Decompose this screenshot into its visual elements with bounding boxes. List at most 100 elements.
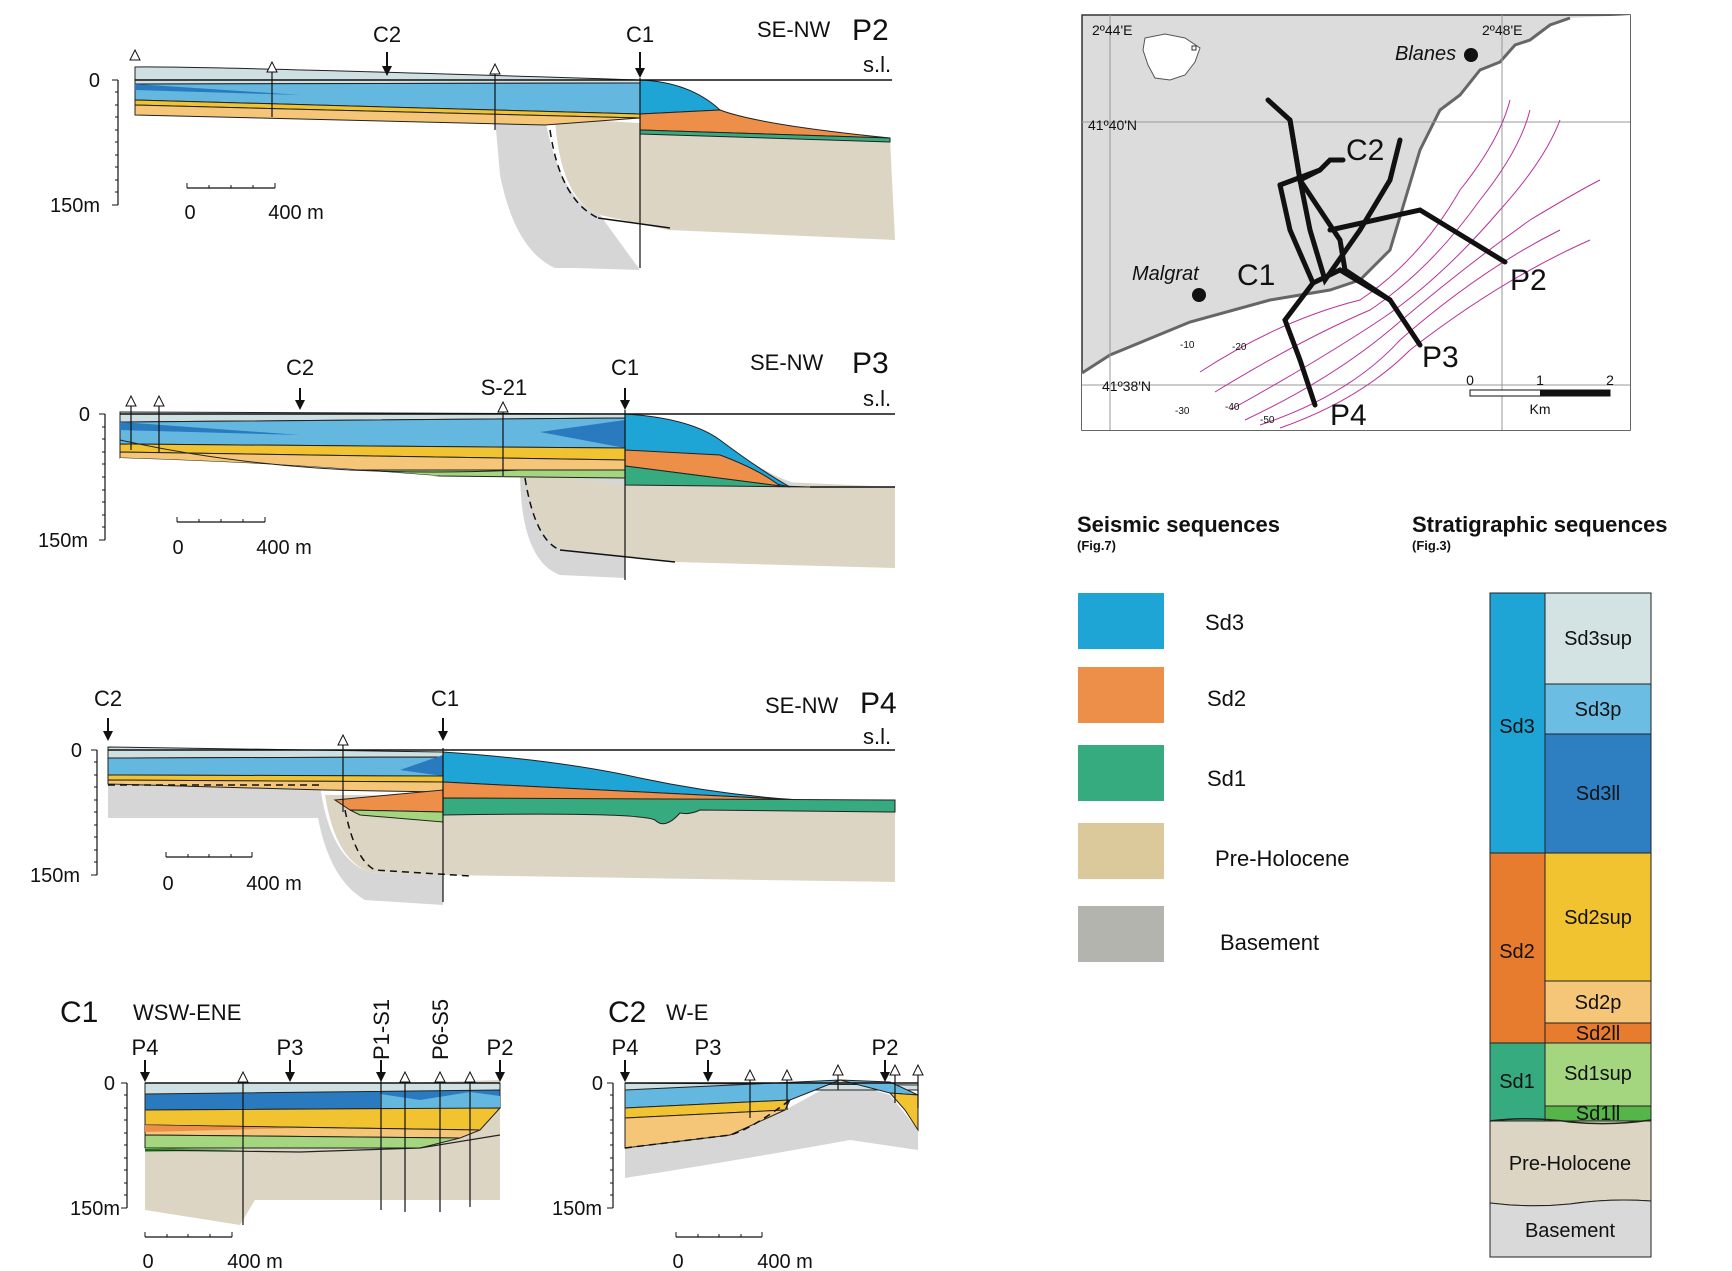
profile-p4: 0 150m 0 400 m C2 C1 SE-NW P4 s.l. — [30, 686, 897, 905]
map-line-p2: P2 — [1510, 264, 1547, 297]
p4-depth-top: 0 — [71, 740, 82, 762]
map-line-c1: C1 — [1237, 259, 1275, 292]
c1-mark-p1s1: P1-S1 — [369, 999, 394, 1060]
strat-main-sd3: Sd3 — [1499, 716, 1535, 738]
map-town-malgrat: Malgrat — [1132, 263, 1200, 285]
strat-main-sd1: Sd1 — [1499, 1071, 1535, 1093]
map-lat-1: 41º40'N — [1088, 117, 1137, 133]
c1-scale-0: 0 — [142, 1251, 153, 1271]
legend-label-basement: Basement — [1220, 930, 1319, 955]
map-lat-2: 41º38'N — [1102, 378, 1151, 394]
malgrat-dot — [1192, 288, 1206, 302]
p4-mark-c2: C2 — [94, 686, 122, 711]
c1-scale-400: 400 m — [227, 1251, 283, 1271]
legend-swatch-sd1 — [1078, 745, 1164, 801]
c2-depth-top: 0 — [592, 1073, 603, 1095]
c1-title: C1 — [60, 996, 98, 1029]
profile-p2: 0 150m 0 400 m C2 C1 SE-NW P2 s.l. — [50, 14, 895, 270]
p3-depth-bottom: 150m — [38, 530, 88, 552]
legend-swatch-pre-holocene — [1078, 823, 1164, 879]
seismic-legend-title: Seismic sequences — [1077, 512, 1280, 537]
p3-scale-0: 0 — [172, 537, 183, 559]
c2-mark-p2: P2 — [872, 1035, 899, 1060]
c2-scale-0: 0 — [672, 1251, 683, 1271]
map-depth-20: -20 — [1232, 342, 1247, 353]
c1-mark-p6s5: P6-S5 — [428, 999, 453, 1060]
p2-sea-level: s.l. — [863, 52, 891, 77]
legend-label-sd3: Sd3 — [1205, 610, 1244, 635]
map-scale-unit: Km — [1530, 401, 1551, 417]
map-depth-50: -50 — [1260, 415, 1275, 426]
map-lon-1: 2º44'E — [1092, 22, 1132, 38]
p3-direction: SE-NW — [750, 350, 824, 375]
strat-sub-sd3sup: Sd3sup — [1564, 628, 1632, 650]
p3-mark-c1: C1 — [611, 355, 639, 380]
profile-p3: 0 150m 0 400 m C2 S-21 C1 SE-NW P3 s.l. — [38, 347, 895, 580]
p4-depth-bottom: 150m — [30, 865, 80, 887]
map-scale-2: 2 — [1606, 372, 1614, 388]
blanes-dot — [1464, 48, 1478, 62]
p3-scale-400: 400 m — [256, 537, 312, 559]
c1-direction: WSW-ENE — [133, 1000, 241, 1025]
c2-depth-bottom: 150m — [552, 1198, 602, 1220]
p2-direction: SE-NW — [757, 17, 831, 42]
strat-title: Stratigraphic sequences — [1412, 512, 1668, 537]
strat-pre-holocene: Pre-Holocene — [1509, 1153, 1631, 1175]
p2-mark-c1: C1 — [626, 22, 654, 47]
map-line-p3: P3 — [1422, 341, 1459, 374]
p4-title: P4 — [860, 687, 897, 720]
strat-sub-sd1sup: Sd1sup — [1564, 1063, 1632, 1085]
p3-depth-top: 0 — [79, 404, 90, 426]
c2-mark-p4: P4 — [612, 1035, 639, 1060]
c1-mark-p3: P3 — [277, 1035, 304, 1060]
map-depth-10: -10 — [1180, 340, 1195, 351]
strat-sub-sd2sup: Sd2sup — [1564, 907, 1632, 929]
p3-title: P3 — [852, 347, 889, 380]
map-lon-2: 2º48'E — [1482, 22, 1522, 38]
strat-sub-sd3ll: Sd3ll — [1576, 783, 1620, 805]
p3-mark-c2: C2 — [286, 355, 314, 380]
p3-sea-level: s.l. — [863, 386, 891, 411]
c2-scale-400: 400 m — [757, 1251, 813, 1271]
map-depth-30: -30 — [1175, 406, 1190, 417]
p2-scale-0: 0 — [184, 202, 195, 224]
p4-scale-0: 0 — [162, 873, 173, 895]
seismic-legend-subtitle: (Fig.7) — [1077, 538, 1116, 553]
strat-sub-sd1ll: Sd1ll — [1576, 1103, 1620, 1125]
legend-swatch-sd3 — [1078, 593, 1164, 649]
strat-sub-sd2p: Sd2p — [1575, 992, 1622, 1014]
section-c2: C2 W-E 0 150m 0 400 m P4 P3 P2 — [552, 996, 924, 1271]
p4-sea-level: s.l. — [863, 724, 891, 749]
c2-direction: W-E — [666, 1000, 708, 1025]
legend-label-pre-holocene: Pre-Holocene — [1215, 846, 1350, 871]
p2-depth-top: 0 — [89, 70, 100, 92]
p3-mark-s21: S-21 — [481, 375, 527, 400]
p2-scale-400: 400 m — [268, 202, 324, 224]
map-scale-1: 1 — [1536, 372, 1544, 388]
c2-title: C2 — [608, 996, 646, 1029]
seismic-legend: Seismic sequences (Fig.7) Sd3 Sd2 Sd1 Pr… — [1077, 512, 1350, 962]
c1-depth-top: 0 — [104, 1073, 115, 1095]
location-map: 2º44'E 2º48'E 41º40'N 41º38'N Blanes Mal… — [1081, 14, 1631, 432]
legend-label-sd2: Sd2 — [1207, 686, 1246, 711]
p4-mark-c1: C1 — [431, 686, 459, 711]
legend-swatch-sd2 — [1078, 667, 1164, 723]
p2-title: P2 — [852, 14, 889, 47]
map-line-p4: P4 — [1330, 399, 1367, 432]
strat-subtitle: (Fig.3) — [1412, 538, 1451, 553]
legend-label-sd1: Sd1 — [1207, 766, 1246, 791]
p4-scale-400: 400 m — [246, 873, 302, 895]
map-line-c2: C2 — [1346, 134, 1384, 167]
strat-sub-sd3p: Sd3p — [1575, 699, 1622, 721]
c1-mark-p4: P4 — [132, 1035, 159, 1060]
p2-mark-c2: C2 — [373, 22, 401, 47]
c1-depth-bottom: 150m — [70, 1198, 120, 1220]
map-scale-0: 0 — [1466, 372, 1474, 388]
c1-mark-p2: P2 — [487, 1035, 514, 1060]
strat-sub-sd2ll: Sd2ll — [1576, 1023, 1620, 1045]
stratigraphic-column: Stratigraphic sequences (Fig.3) Sd3 Sd2 … — [1412, 512, 1668, 1258]
section-c1: C1 WSW-ENE 0 150m 0 400 m P4 P3 P1-S1 P6… — [60, 996, 513, 1271]
map-depth-40: -40 — [1225, 402, 1240, 413]
map-town-blanes: Blanes — [1395, 43, 1456, 65]
p4-direction: SE-NW — [765, 693, 839, 718]
